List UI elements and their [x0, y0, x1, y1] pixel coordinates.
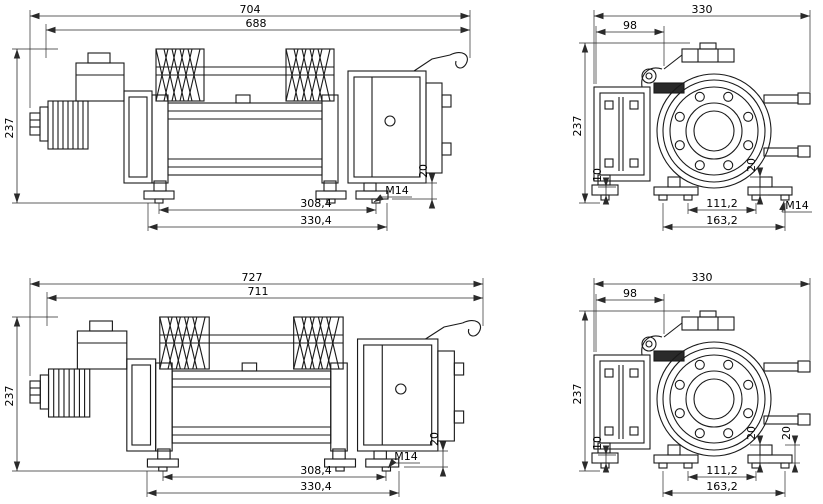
dim-label-overall-width: 330 — [692, 271, 713, 284]
view-front-a: 330 98 237 10 20 — [571, 3, 812, 231]
dim-label-height: 237 — [571, 116, 584, 137]
dim-foot-height: 20 — [392, 164, 437, 209]
dim-label-hole-span-outer: 163,2 — [706, 214, 738, 227]
dim-bracket-width: 98 — [595, 287, 665, 352]
dim-label-height: 237 — [571, 384, 584, 405]
dim-label-foot-height: 20 — [428, 432, 441, 446]
dim-label-hole-span-inner: 111,2 — [706, 197, 738, 210]
dim-label-hole-span-inner: 308,4 — [300, 197, 332, 210]
dim-height: 237 — [3, 48, 160, 204]
dim-hole-span-inner: 111,2 — [687, 197, 757, 214]
dim-label-frame-length: 688 — [246, 17, 267, 30]
view-front-b: 330 98 237 10 20 — [571, 271, 811, 497]
dim-overall-width: 330 — [593, 3, 811, 92]
dim-label-overall-length: 704 — [240, 3, 261, 16]
dim-hole-span-outer: 330,4 — [146, 471, 400, 497]
dim-label-height: 237 — [3, 386, 16, 407]
dim-label-foot-height: 20 — [745, 426, 758, 440]
dim-label-foot-height: 20 — [745, 158, 758, 172]
dim-label-hole-span-inner: 111,2 — [706, 464, 738, 477]
dim-height: 237 — [3, 316, 160, 472]
dim-label-bracket-width: 98 — [623, 19, 637, 32]
dim-foot-height: 20 — [404, 432, 448, 477]
dim-label-foot-height-right: 20 — [780, 426, 793, 440]
dim-frame-length: 711 — [46, 285, 483, 326]
dim-label-foot-plate: 10 — [591, 436, 604, 450]
dim-label-frame-length: 711 — [248, 285, 269, 298]
dim-label-hole-span-outer: 330,4 — [300, 480, 332, 493]
dim-hole-span-inner: 111,2 — [687, 464, 757, 481]
dim-overall-width: 330 — [593, 271, 811, 360]
dim-label-thread: M14 — [785, 199, 809, 212]
dim-overall-length: 704 — [29, 3, 471, 108]
dim-thread: M14 — [387, 450, 420, 469]
dim-label-thread: M14 — [385, 184, 409, 197]
dim-thread: M14 — [373, 184, 412, 203]
dim-hole-span-outer: 330,4 — [147, 203, 388, 231]
dim-thread: M14 — [779, 199, 812, 213]
dim-overall-length: 727 — [29, 271, 484, 376]
dim-label-overall-width: 330 — [692, 3, 713, 16]
view-side-b: 727 711 237 20 M14 — [3, 271, 484, 497]
dim-foot-plate: 10 — [591, 168, 616, 205]
dim-bracket-width: 98 — [595, 19, 665, 84]
dim-label-hole-span-inner: 308,4 — [300, 464, 332, 477]
dim-hole-span-outer: 163,2 — [662, 471, 786, 497]
dim-foot-height-right: 20 — [780, 426, 800, 473]
view-side-a: 704 688 237 20 M14 — [3, 3, 471, 231]
dim-label-foot-plate: 10 — [591, 168, 604, 182]
dim-label-bracket-width: 98 — [623, 287, 637, 300]
dim-hole-span-inner: 308,4 — [158, 197, 377, 214]
dim-foot-plate: 10 — [591, 436, 616, 473]
dim-label-overall-length: 727 — [242, 271, 263, 284]
dim-label-thread: M14 — [394, 450, 418, 463]
dim-label-height: 237 — [3, 118, 16, 139]
dim-hole-span-outer: 163,2 — [662, 203, 786, 231]
dim-label-hole-span-outer: 330,4 — [300, 214, 332, 227]
dim-height: 237 — [571, 42, 690, 204]
dim-foot-height: 20 — [745, 158, 768, 205]
dim-foot-height: 20 — [745, 426, 768, 473]
dim-height: 237 — [571, 310, 690, 472]
dim-frame-length: 688 — [45, 17, 470, 58]
dim-label-foot-height: 20 — [417, 164, 430, 178]
dim-label-hole-span-outer: 163,2 — [706, 480, 738, 493]
dim-hole-span-inner: 308,4 — [162, 464, 387, 481]
